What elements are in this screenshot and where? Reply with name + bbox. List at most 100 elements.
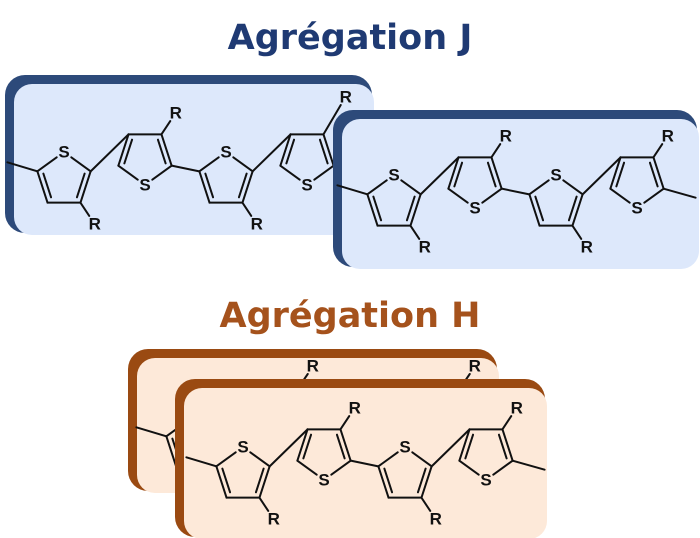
bond bbox=[571, 193, 584, 227]
thiophene-ring: SR bbox=[366, 166, 431, 257]
double-bond bbox=[318, 138, 329, 165]
double-bond bbox=[372, 195, 383, 222]
sulfur-atom-label: S bbox=[480, 471, 491, 490]
substituent-bond bbox=[652, 143, 664, 159]
thiophene-ring: SR bbox=[377, 438, 442, 529]
double-bond bbox=[383, 467, 394, 494]
chain-end-bond bbox=[662, 187, 697, 199]
bond bbox=[296, 459, 318, 476]
h-front-card bbox=[175, 379, 547, 538]
inter-ring-bond bbox=[500, 187, 531, 196]
thiophene-ring: SR bbox=[609, 126, 674, 218]
substituent-r-label: R bbox=[170, 103, 182, 122]
bond bbox=[562, 179, 584, 196]
substituent-r-label: R bbox=[419, 238, 431, 257]
bond bbox=[528, 179, 550, 196]
substituent-r-label: R bbox=[349, 398, 361, 417]
j-aggregation-title: Agrégation J bbox=[227, 18, 473, 58]
double-bond bbox=[335, 433, 346, 460]
bond bbox=[198, 156, 220, 173]
substituent-bond bbox=[322, 104, 342, 136]
substituent-bond bbox=[420, 496, 432, 512]
substituent-bond bbox=[160, 120, 172, 136]
bond bbox=[279, 164, 301, 181]
thiophene-ring: SR bbox=[296, 398, 361, 490]
bond bbox=[481, 187, 503, 204]
bond bbox=[643, 187, 665, 204]
substituent-r-label: R bbox=[89, 215, 101, 234]
bond bbox=[447, 156, 460, 190]
bond bbox=[70, 156, 92, 173]
double-bond bbox=[464, 433, 475, 460]
substituent-r-label: R bbox=[581, 238, 593, 257]
double-bond bbox=[221, 467, 232, 494]
double-bond bbox=[156, 138, 167, 165]
substituent-r-label: R bbox=[511, 398, 523, 417]
bond bbox=[447, 187, 469, 204]
thiophene-ring: SR bbox=[279, 88, 352, 195]
substituent-r-label: R bbox=[251, 215, 263, 234]
sulfur-atom-label: S bbox=[318, 471, 329, 490]
sulfur-atom-label: S bbox=[469, 199, 480, 218]
substituent-r-label: R bbox=[430, 510, 442, 529]
h-aggregation-title: Agrégation H bbox=[219, 296, 481, 336]
double-bond bbox=[486, 161, 497, 188]
inter-ring-bond bbox=[349, 459, 380, 468]
sulfur-atom-label: S bbox=[58, 143, 69, 162]
bond bbox=[411, 451, 433, 468]
bond bbox=[279, 133, 292, 167]
substituent-bond bbox=[241, 201, 253, 217]
sulfur-atom-label: S bbox=[631, 199, 642, 218]
substituent-bond bbox=[258, 496, 270, 512]
substituent-r-label: R bbox=[500, 126, 512, 145]
bond bbox=[377, 451, 399, 468]
sulfur-atom-label: S bbox=[550, 166, 561, 185]
bond bbox=[420, 465, 433, 499]
thiophene-ring: SR bbox=[117, 103, 182, 195]
bond bbox=[609, 187, 631, 204]
bond bbox=[330, 459, 352, 476]
double-bond bbox=[534, 195, 545, 222]
substituent-bond bbox=[409, 224, 421, 240]
inter-ring-bond bbox=[581, 156, 622, 196]
bond bbox=[366, 193, 379, 227]
substituent-bond bbox=[79, 201, 91, 217]
substituent-bond bbox=[490, 143, 502, 159]
bond bbox=[528, 193, 541, 227]
double-bond bbox=[416, 467, 427, 494]
double-bond bbox=[405, 195, 416, 222]
bond bbox=[117, 164, 139, 181]
bond bbox=[366, 179, 388, 196]
bond bbox=[377, 465, 390, 499]
bond bbox=[501, 428, 514, 462]
substituent-r-label: R bbox=[268, 510, 280, 529]
double-bond bbox=[254, 467, 265, 494]
thiophene-ring: SR bbox=[215, 438, 280, 529]
bond bbox=[215, 465, 228, 499]
chain-end-bond bbox=[336, 184, 369, 196]
bond bbox=[409, 193, 422, 227]
substituent-bond bbox=[571, 224, 583, 240]
inter-ring-bond bbox=[170, 164, 201, 173]
thiophene-ring: SR bbox=[198, 143, 263, 234]
bond bbox=[232, 156, 254, 173]
chain-end-bond bbox=[6, 161, 39, 173]
sulfur-atom-label: S bbox=[139, 176, 150, 195]
bond bbox=[160, 133, 173, 167]
double-bond bbox=[567, 195, 578, 222]
bond bbox=[652, 156, 665, 190]
inter-ring-bond bbox=[89, 133, 130, 173]
bond bbox=[198, 170, 211, 204]
bond bbox=[258, 465, 271, 499]
bond bbox=[215, 451, 237, 468]
card-face bbox=[14, 84, 374, 235]
substituent-r-label: R bbox=[307, 357, 319, 376]
double-bond bbox=[123, 138, 134, 165]
sulfur-atom-label: S bbox=[399, 438, 410, 457]
chain-end-bond bbox=[135, 426, 168, 438]
sulfur-atom-label: S bbox=[220, 143, 231, 162]
bond bbox=[296, 428, 309, 462]
